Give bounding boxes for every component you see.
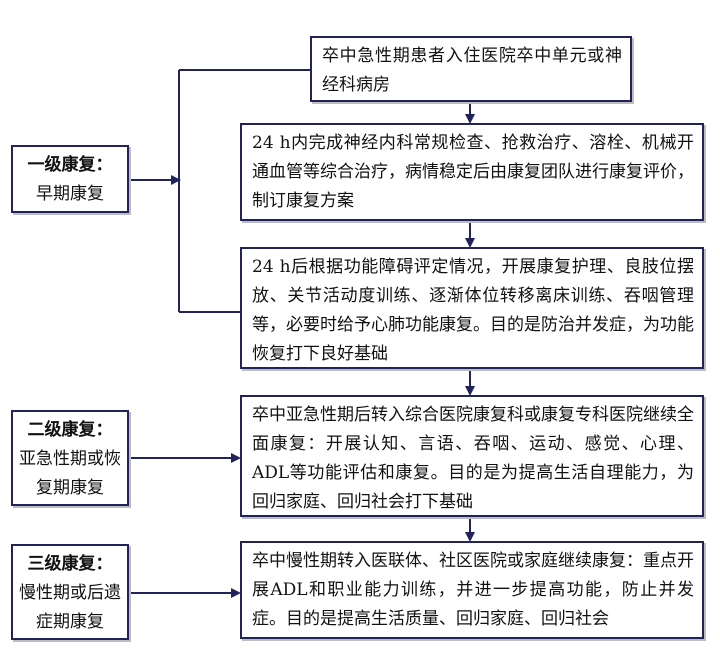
level-3-title: 三级康复： (27, 554, 113, 574)
step-1-box: 卒中急性期患者入住医院卒中单元或神经科病房 (310, 36, 632, 102)
step-2-box: 24 h内完成神经内科常规检查、抢救治疗、溶栓、机械开通血管等综合治疗，病情稳定… (240, 123, 704, 221)
step-3-text: 24 h后根据功能障碍评定情况，开展康复护理、良肢位摆放、关节活动度训练、逐渐体… (252, 257, 694, 364)
level-1-box: 一级康复： 早期康复 (11, 145, 129, 213)
level-1-title: 一级康复： (27, 155, 113, 175)
level-3-subtitle: 慢性期或后遗症期康复 (19, 583, 121, 632)
step-1-text: 卒中急性期患者入住医院卒中单元或神经科病房 (322, 46, 622, 95)
step-5-box: 卒中慢性期转入医联体、社区医院或家庭继续康复：重点开展ADL和职业能力训练，并进… (240, 541, 704, 639)
step-4-box: 卒中亚急性期后转入综合医院康复科或康复专科医院继续全面康复：开展认知、言语、吞咽… (240, 395, 704, 517)
step-4-text: 卒中亚急性期后转入综合医院康复科或康复专科医院继续全面康复：开展认知、言语、吞咽… (252, 405, 694, 512)
level-1-subtitle: 早期康复 (36, 184, 104, 204)
step-2-text: 24 h内完成神经内科常规检查、抢救治疗、溶栓、机械开通血管等综合治疗，病情稳定… (252, 133, 694, 211)
level-2-box: 二级康复： 亚急性期或恢复期康复 (11, 410, 129, 506)
step-3-box: 24 h后根据功能障碍评定情况，开展康复护理、良肢位摆放、关节活动度训练、逐渐体… (240, 247, 704, 369)
step-5-text: 卒中慢性期转入医联体、社区医院或家庭继续康复：重点开展ADL和职业能力训练，并进… (252, 551, 694, 629)
level-2-subtitle: 亚急性期或恢复期康复 (19, 449, 121, 498)
level-3-box: 三级康复： 慢性期或后遗症期康复 (11, 544, 129, 640)
level-2-title: 二级康复： (27, 420, 113, 440)
